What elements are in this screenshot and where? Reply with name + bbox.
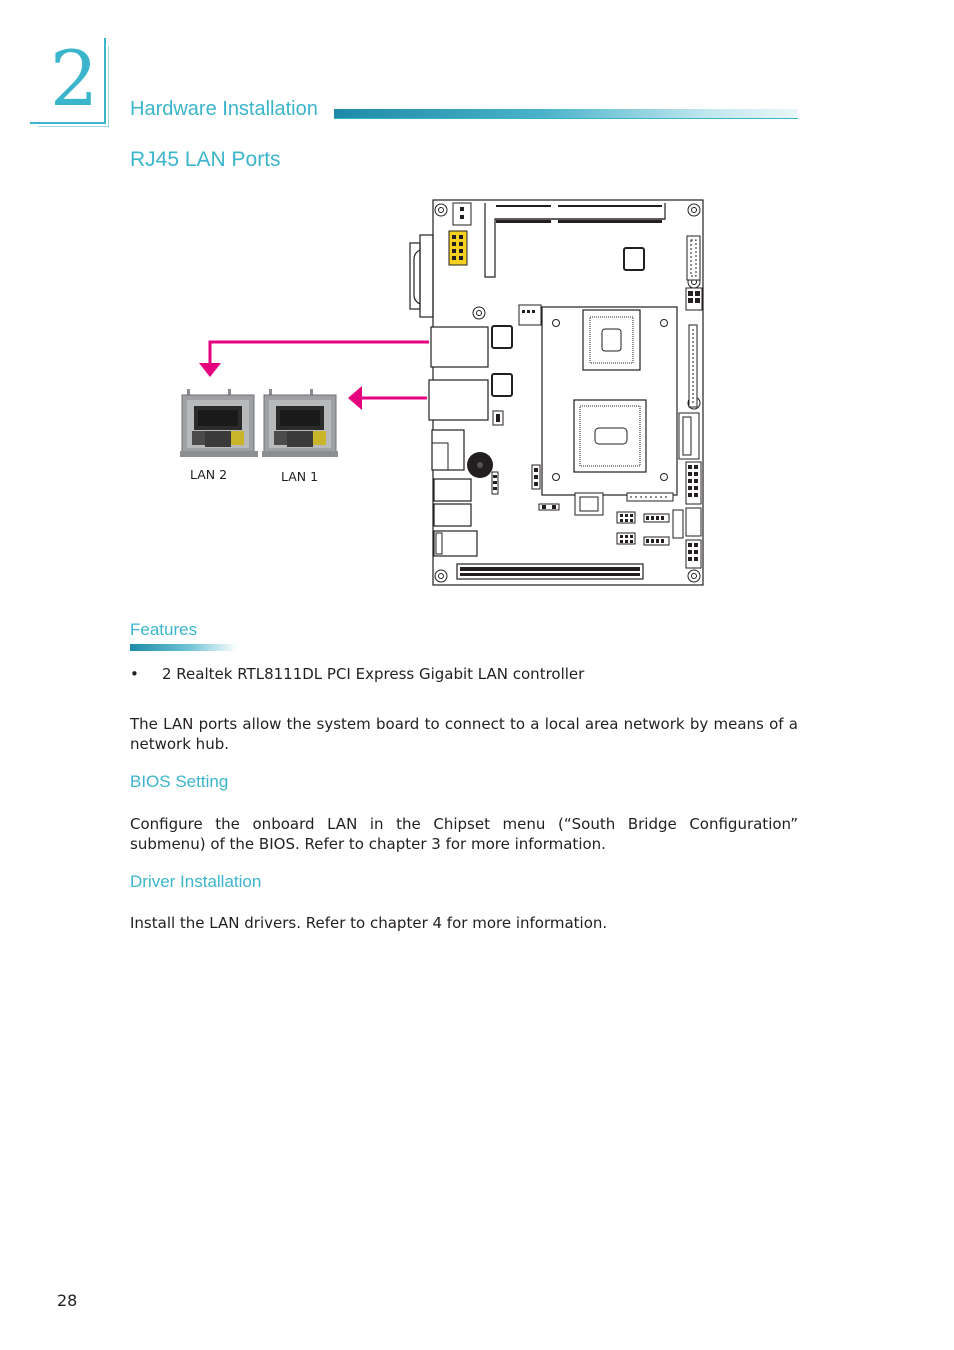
right-header-1 [686,235,701,281]
page-heading: RJ45 LAN Ports [130,148,281,171]
board-lan-port-1 [428,379,489,421]
section-title-underline [334,118,798,119]
chapter-frame-horizontal [30,122,106,124]
lan2-label: LAN 2 [190,467,228,482]
chip-small [623,247,645,271]
lan2-arrow [208,340,429,365]
dvi-port [433,478,472,502]
serial-connector [409,234,434,318]
board-lan-port-2 [430,326,489,368]
sodimm-slot [484,203,666,278]
bios-heading: BIOS Setting [130,772,229,791]
rj45-port-lan2 [180,389,258,457]
features-heading: Features [130,620,198,639]
chapter-frame-shadow-vertical [108,46,109,128]
chipset-chip [573,399,647,473]
audio-port [433,530,478,557]
right-connector-4 [678,412,700,460]
hdmi-port [433,503,472,527]
driver-heading: Driver Installation [130,872,262,891]
chapter-frame-vertical [104,38,106,124]
intro-paragraph: The LAN ports allow the system board to … [130,715,798,753]
lan2-arrowhead [199,363,221,377]
lan1-arrowhead [348,386,362,410]
lan-chip-1 [491,373,513,397]
page-number: 28 [57,1291,78,1310]
driver-paragraph: Install the LAN drivers. Refer to chapte… [130,914,608,932]
chapter-frame-shadow-horizontal [38,126,108,127]
chapter-number: 2 [49,34,99,123]
yellow-header [448,230,468,266]
section-title: Hardware Installation [130,98,318,120]
expansion-slot [456,563,644,580]
features-heading-bar [130,644,238,651]
bios-paragraph: Configure the onboard LAN in the Chipset… [130,815,798,853]
fan-header [518,304,542,326]
lan1-label: LAN 1 [281,469,319,484]
top-header [452,202,472,226]
board-figure: LAN 2 LAN 1 [170,195,710,595]
board-diagram [180,199,704,586]
features-item-text: 2 Realtek RTL8111DL PCI Express Gigabit … [162,665,585,683]
right-header-6 [685,507,702,537]
bullet-dot: • [130,665,139,683]
lan-chip-2 [491,325,513,349]
bios-socket [574,492,604,516]
section-title-bar [334,109,798,119]
cpu-chip [582,309,641,371]
rj45-port-lan1 [262,389,338,457]
features-list-item: • 2 Realtek RTL8111DL PCI Express Gigabit… [130,665,584,683]
